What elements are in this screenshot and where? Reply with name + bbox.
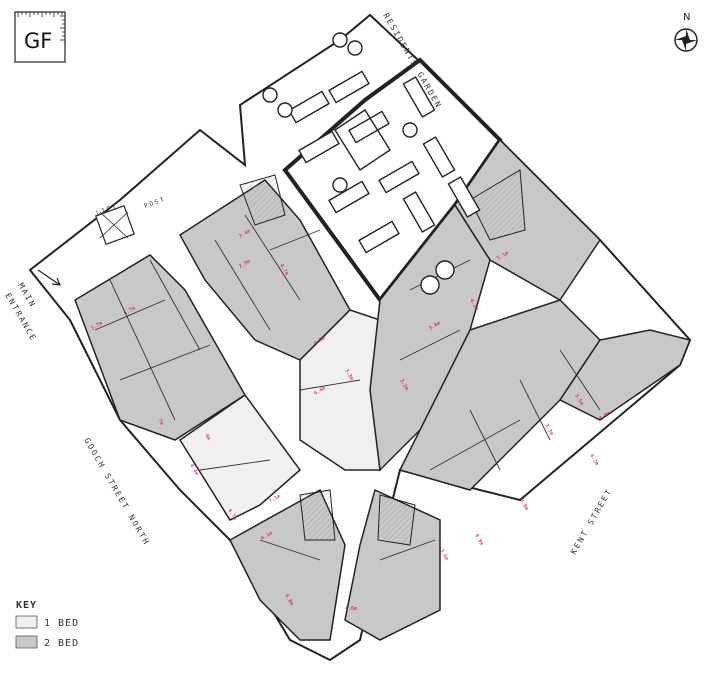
measurement: 5.1m (496, 251, 509, 262)
internal-walls (94, 214, 601, 561)
measurement: 3.8m (518, 498, 529, 511)
north-label: N (683, 12, 690, 23)
measurement: 5.7m (123, 306, 136, 317)
measurement: 4m (203, 433, 211, 441)
measurement: 4.8m (283, 593, 294, 606)
measurement: 7.1m (268, 494, 281, 505)
measurement-labels: 3.4m 4.7m 2.9m 4.5m 3.3m 4.4m 5.7m 3.7m … (90, 229, 611, 612)
garden-furniture (262, 32, 481, 295)
measurement: 3.7m (90, 321, 103, 332)
measurement: 4.7m (226, 508, 237, 521)
unit-2bed (558, 329, 692, 421)
measurement: 3.5m (573, 393, 584, 406)
measurement: 3.3m (543, 423, 554, 436)
measurement: 4.4m (188, 463, 199, 476)
floor-badge-label: GF (24, 29, 52, 53)
legend-title: KEY (16, 600, 37, 611)
legend-label-1bed: 1 BED (44, 618, 79, 629)
north-arrow-icon: N (674, 12, 698, 52)
measurement: 7m (156, 418, 164, 426)
measurement: 4.4m (313, 386, 326, 397)
building-outline (28, 13, 692, 662)
measurement: 4.6m (345, 606, 357, 612)
measurement: 4.7m (278, 263, 289, 276)
measurement: 3.4m (238, 229, 251, 240)
unit-1bed (178, 393, 302, 521)
measurement: 3.2m (398, 378, 409, 391)
measurement: 3.3m (343, 368, 354, 381)
entrance-arrow-icon (37, 269, 61, 286)
legend: KEY 1 BED 2 BED (15, 600, 79, 649)
measurement: 3.8m (428, 321, 441, 332)
measurement: 4.0m (598, 411, 611, 422)
measurement: 4.5m (313, 336, 326, 347)
gooch-street-north-label: GOOCH STREET NORTH (82, 437, 151, 548)
measurement: 4.1m (260, 531, 273, 542)
kent-street-label: KENT STREET (569, 487, 614, 556)
measurement: 2.9m (238, 259, 251, 270)
legend-label-2bed: 2 BED (44, 638, 79, 649)
measurement: 3.6m (438, 548, 449, 561)
measurement: 4.2m (588, 453, 599, 466)
legend-swatch-1bed (15, 615, 38, 629)
measurement: 4.3m (468, 298, 479, 311)
unit-2bed (454, 138, 601, 301)
legend-swatch-2bed (15, 635, 38, 649)
unit-2bed (344, 488, 441, 641)
floor-badge: GF (14, 11, 66, 63)
measurement: 4.8m (473, 533, 484, 546)
